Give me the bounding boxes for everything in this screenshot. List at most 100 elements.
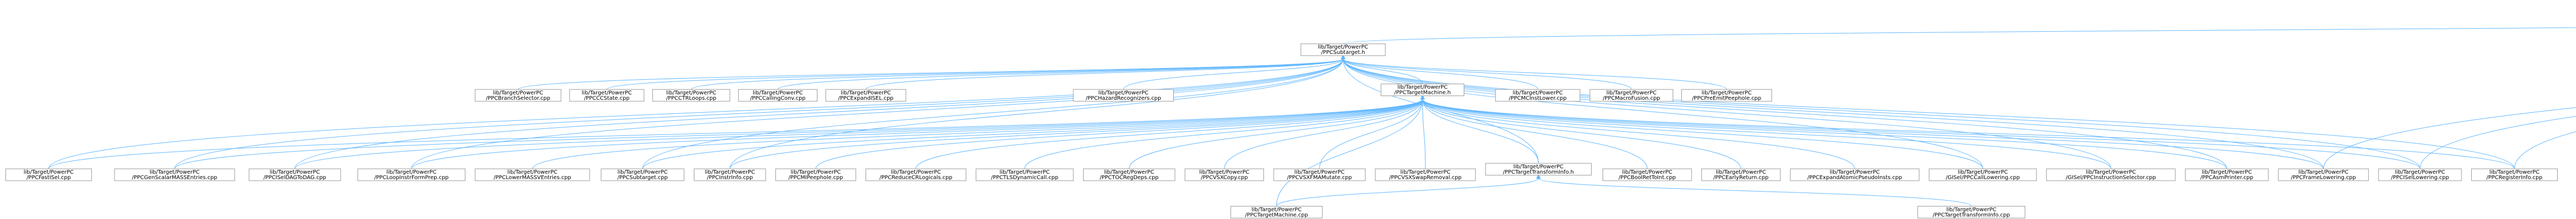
graph-node-mipeep[interactable]: lib/Target/PowerPC/PPCMIPeephole.cpp [775, 168, 856, 181]
edge-subtgt-to-brsel [518, 59, 1343, 90]
graph-node-gcall[interactable]: lib/Target/PowerPC/GISel/PPCCallLowering… [1929, 168, 2037, 181]
node-label-file: /PPCCCState.cpp [584, 95, 630, 101]
graph-node-mcil[interactable]: lib/Target/PowerPC/PPCMCInstLower.cpp [1495, 89, 1580, 102]
edge-subtgt-to-fisel [48, 59, 1343, 169]
graph-node-genmass[interactable]: lib/Target/PowerPC/PPCGenScalarMASSEntri… [114, 168, 235, 181]
node-box [475, 168, 590, 181]
graph-node-lowmass[interactable]: lib/Target/PowerPC/PPCLowerMASSVEntries.… [475, 168, 590, 181]
graph-node-isdag[interactable]: lib/Target/PowerPC/PPCISelDAGToDAG.cpp [248, 168, 341, 181]
graph-node-isel2[interactable]: lib/Target/PowerPC/PPCExpandISEL.cpp [825, 89, 907, 102]
node-box [976, 168, 1074, 181]
edge-tm_h-to-subcpp [642, 99, 1423, 169]
node-label-file: /PPCTOCRegDeps.cpp [1100, 175, 1159, 181]
edge-root-to-subtgt [1343, 27, 2576, 44]
graph-node-ctrl[interactable]: lib/Target/PowerPC/PPCCTRLoops.cpp [652, 89, 731, 102]
edge-subtgt-to-genmass [174, 59, 1343, 169]
node-label-path: lib/Target/PowerPC [582, 90, 632, 96]
graph-node-iinfo[interactable]: lib/Target/PowerPC/PPCInstrInfo.cpp [694, 168, 766, 181]
node-label-path: lib/Target/PowerPC [1401, 169, 1451, 175]
node-label-file: /PPCCallingConv.cpp [750, 95, 806, 101]
graph-node-asmp[interactable]: lib/Target/PowerPC/PPCAsmPrinter.cpp [2185, 168, 2269, 181]
node-box [5, 168, 92, 181]
node-label-path: lib/Target/PowerPC [2086, 169, 2136, 175]
graph-node-mfus[interactable]: lib/Target/PowerPC/PPCMacroFusion.cpp [1590, 89, 1673, 102]
graph-node-lfprep[interactable]: lib/Target/PowerPC/PPCLoopInstrFormPrep.… [357, 168, 465, 181]
node-label-file: /PPCSubtarget.h [1321, 50, 1365, 56]
node-label-file: /PPCInstrInfo.cpp [707, 175, 753, 181]
node-box [652, 89, 731, 102]
node-label-file: /PPCTargetMachine.cpp [1245, 212, 1308, 218]
graph-node-expat[interactable]: lib/Target/PowerPC/PPCExpandAtomicPseudo… [1790, 168, 1919, 181]
graph-node-vsxswp[interactable]: lib/Target/PowerPC/PPCVSXSwapRemoval.cpp [1375, 168, 1476, 181]
node-label-file: /PPCGenScalarMASSEntries.cpp [132, 175, 217, 181]
node-box [694, 168, 766, 181]
node-label-file: /GISel/PPCCallLowering.cpp [1946, 175, 2020, 181]
node-box [1073, 89, 1174, 102]
edge-subtgt-to-frlow [1343, 59, 2324, 169]
graph-node-preemit[interactable]: lib/Target/PowerPC/PPCPreEmitPeephole.cp… [1681, 89, 1772, 102]
graph-node-gisel[interactable]: lib/Target/PowerPC/GISel/PPCInstructionS… [2046, 168, 2176, 181]
edge-tm_h-to-isl [1423, 99, 2421, 169]
edge-tm_h-to-genmass [174, 99, 1422, 169]
edge-tm_h-to-reginf [1423, 99, 2515, 169]
graph-node-tocdep[interactable]: lib/Target/PowerPC/PPCTOCRegDeps.cpp [1083, 168, 1175, 181]
node-label-path: lib/Target/PowerPC [2202, 169, 2252, 175]
node-label-path: lib/Target/PowerPC [891, 169, 941, 175]
graph-node-tm_h[interactable]: lib/Target/PowerPC/PPCTargetMachine.h [1381, 84, 1465, 97]
node-label-path: lib/Target/PowerPC [387, 169, 437, 175]
edge-subtgt-to-mfus [1343, 59, 1632, 90]
graph-node-early[interactable]: lib/Target/PowerPC/PPCEarlyReturn.cpp [1701, 168, 1781, 181]
graph-node-boolr[interactable]: lib/Target/PowerPC/PPCBoolRetToInt.cpp [1603, 168, 1692, 181]
graph-node-tlsdyn[interactable]: lib/Target/PowerPC/PPCTLSDynamicCall.cpp [976, 168, 1074, 181]
graph-node-vsxfma[interactable]: lib/Target/PowerPC/PPCVSXFMAMutate.cpp [1273, 168, 1366, 181]
graph-node-reginf[interactable]: lib/Target/PowerPC/PPCRegisterInfo.cpp [2471, 168, 2558, 181]
node-label-path: lib/Target/PowerPC [705, 169, 755, 175]
node-label-path: lib/Target/PowerPC [1318, 44, 1368, 50]
node-box [2046, 168, 2176, 181]
node-box [475, 89, 562, 102]
node-box [1917, 206, 2026, 218]
node-label-path: lib/Target/PowerPC [1397, 85, 1448, 91]
graph-node-ccrst[interactable]: lib/Target/PowerPC/PPCCCState.cpp [569, 89, 645, 102]
node-label-path: lib/Target/PowerPC [493, 90, 543, 96]
graph-node-tmcpp[interactable]: lib/Target/PowerPC/PPCTargetMachine.cpp [1230, 206, 1323, 218]
node-box [1929, 168, 2037, 181]
node-box [738, 89, 817, 102]
graph-node-redcr[interactable]: lib/Target/PowerPC/PPCReduceCRLogicals.c… [866, 168, 966, 181]
edge-tm_h-to-boolr [1423, 99, 1648, 169]
node-label-path: lib/Target/PowerPC [841, 90, 891, 96]
graph-node-subtgt[interactable]: lib/Target/PowerPC/PPCSubtarget.h [1300, 43, 1386, 56]
graph-node-frlow[interactable]: lib/Target/PowerPC/PPCFrameLowering.cpp [2278, 168, 2369, 181]
edge-subtgt-to-tm_h [1343, 59, 1423, 84]
edge-subtgt-to-preemit [1343, 59, 1727, 90]
graph-node-hazard[interactable]: lib/Target/PowerPC/PPCHazardRecognizers.… [1073, 89, 1174, 102]
node-box [2471, 168, 2558, 181]
node-box [1701, 168, 1781, 181]
node-box [1485, 163, 1592, 176]
node-label-file: /PPCMacroFusion.cpp [1603, 95, 1660, 101]
edge-subtgt-to-isl [1343, 59, 2421, 169]
graph-node-cconv[interactable]: lib/Target/PowerPC/PPCCallingConv.cpp [738, 89, 817, 102]
edge-tm_h-to-lowmass [532, 99, 1423, 169]
edge-tm_h-to-redcr [915, 99, 1422, 169]
node-label-file: /PPCLoopInstrFormPrep.cpp [374, 175, 449, 181]
node-box [1790, 168, 1919, 181]
edge-subtgt-to-gisel [1343, 59, 2112, 169]
node-label-path: lib/Target/PowerPC [1513, 90, 1563, 96]
node-label-path: lib/Target/PowerPC [1946, 207, 1997, 213]
node-label-file: /PPCVSXCopy.cpp [1201, 175, 1248, 181]
graph-node-tti_h[interactable]: lib/Target/PowerPC/PPCTargetTransformInf… [1485, 163, 1592, 176]
node-label-path: lib/Target/PowerPC [1098, 90, 1148, 96]
node-layer: lib/Target/PowerPC/PPCFrameLowering.hlib… [5, 43, 2558, 218]
graph-node-tticpp[interactable]: lib/Target/PowerPC/PPCTargetTransformInf… [1917, 206, 2026, 218]
graph-node-isl[interactable]: lib/Target/PowerPC/PPCISelLowering.cpp [2378, 168, 2462, 181]
graph-node-vsxcp[interactable]: lib/Target/PowerPC/PPCVSXCopy.cpp [1185, 168, 1264, 181]
node-label-path: lib/Target/PowerPC [1701, 90, 1752, 96]
graph-node-brsel[interactable]: lib/Target/PowerPC/PPCBranchSelector.cpp [475, 89, 562, 102]
graph-node-subcpp[interactable]: lib/Target/PowerPC/PPCSubtarget.cpp [600, 168, 685, 181]
node-box [248, 168, 341, 181]
node-label-file: /PPCRegisterInfo.cpp [2486, 175, 2543, 181]
edge-tm_h-to-vsxfma [1319, 99, 1423, 169]
node-label-path: lib/Target/PowerPC [270, 169, 320, 175]
graph-node-fisel[interactable]: lib/Target/PowerPC/PPCFastISel.cpp [5, 168, 92, 181]
